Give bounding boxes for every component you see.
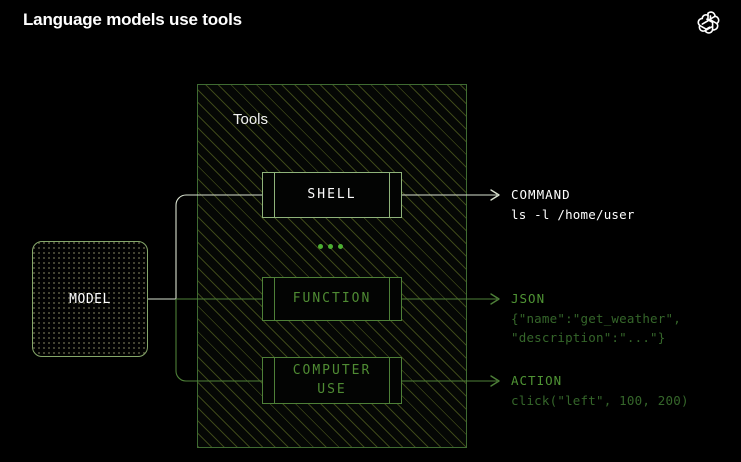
output-command: COMMAND ls -l /home/user xyxy=(511,187,635,224)
output-action: ACTION click("left", 100, 200) xyxy=(511,373,689,410)
function-inner-line-right xyxy=(389,278,390,320)
output-action-title: ACTION xyxy=(511,373,563,388)
ellipsis-dot xyxy=(328,244,333,249)
function-inner-line-left xyxy=(274,278,275,320)
output-json: JSON {"name":"get_weather", "description… xyxy=(511,291,681,348)
page-title: Language models use tools xyxy=(23,10,242,29)
computer-use-inner-line-right xyxy=(389,358,390,403)
shell-inner-line-left xyxy=(274,173,275,217)
tool-box-function-label: FUNCTION xyxy=(292,290,372,306)
output-command-title: COMMAND xyxy=(511,187,571,202)
ellipsis-dot xyxy=(318,244,323,249)
tool-box-function: FUNCTION xyxy=(262,277,402,321)
model-box: MODEL xyxy=(32,241,148,357)
ellipsis-dot xyxy=(338,244,343,249)
tool-box-shell: SHELL xyxy=(262,172,402,218)
model-box-label: MODEL xyxy=(69,291,111,307)
output-command-body: ls -l /home/user xyxy=(511,207,635,222)
tool-box-shell-label: SHELL xyxy=(307,186,357,202)
output-json-body: {"name":"get_weather", "description":"..… xyxy=(511,311,681,346)
tool-box-computer-use: COMPUTER USE xyxy=(262,357,402,404)
output-json-title: JSON xyxy=(511,291,546,306)
tools-container-label: Tools xyxy=(233,111,269,128)
ellipsis-dots-icon xyxy=(318,244,343,249)
output-action-body: click("left", 100, 200) xyxy=(511,393,689,408)
computer-use-inner-line-left xyxy=(274,358,275,403)
openai-logo-icon xyxy=(693,8,723,38)
shell-inner-line-right xyxy=(389,173,390,217)
tool-box-computer-use-label: COMPUTER USE xyxy=(292,362,372,397)
tools-container xyxy=(197,84,467,448)
